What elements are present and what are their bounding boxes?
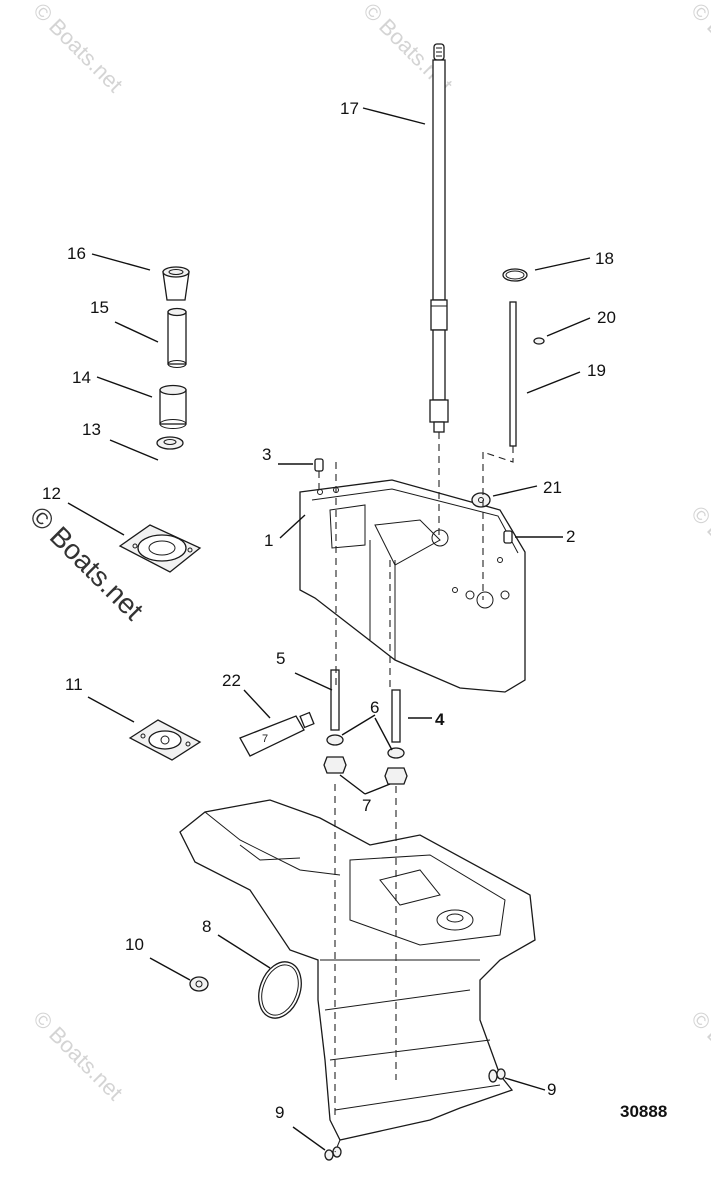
callout-21: 21 xyxy=(543,478,562,497)
callout-20: 20 xyxy=(597,308,616,327)
grommet-part-16 xyxy=(162,266,190,301)
watermark-bottom-left: © Boats.net xyxy=(28,1006,127,1105)
nut-part-10 xyxy=(189,976,209,992)
svg-text:7: 7 xyxy=(262,733,268,745)
watermark-top-left: © Boats.net xyxy=(28,0,127,97)
callout-12: 12 xyxy=(42,484,61,503)
o-ring-part-8 xyxy=(258,961,302,1019)
callout-8: 8 xyxy=(202,917,211,936)
washer-left-part-6 xyxy=(326,734,344,746)
stud-part-4 xyxy=(391,689,401,743)
spacer-housing-part-1 xyxy=(299,479,526,693)
callout-4: 4 xyxy=(435,710,445,729)
callout-11: 11 xyxy=(65,675,83,694)
callout-5: 5 xyxy=(276,649,285,668)
callout-2: 2 xyxy=(566,527,575,546)
callout-17: 17 xyxy=(340,99,359,118)
gear-housing xyxy=(179,799,536,1141)
callout-15: 15 xyxy=(90,298,109,317)
washer-part-20 xyxy=(533,337,545,345)
callout-19: 19 xyxy=(587,361,606,380)
callout-13: 13 xyxy=(82,420,101,439)
callout-10: 10 xyxy=(125,935,144,954)
assembly-guide-lines xyxy=(318,432,514,1153)
nut-right-part-7 xyxy=(384,767,408,785)
seal-part-13 xyxy=(156,436,184,450)
water-tube-part-15 xyxy=(167,307,187,368)
watermark-bottom-right: © Boats.net xyxy=(686,1006,711,1105)
watermark-mid-right: © Boats.net xyxy=(686,501,711,600)
gasket-part-11 xyxy=(128,719,202,761)
stud-part-19 xyxy=(509,301,517,447)
drive-shaft-part xyxy=(429,43,449,433)
callout-1: 1 xyxy=(264,531,273,550)
dowel-pin-part-2 xyxy=(503,530,513,544)
o-ring-part-18 xyxy=(502,268,528,282)
washer-part-21 xyxy=(471,492,491,508)
stud-part-5 xyxy=(330,669,340,731)
callout-14: 14 xyxy=(72,368,91,387)
callout-9-upper: 9 xyxy=(547,1080,556,1099)
drain-screw-upper-part-9 xyxy=(488,1068,506,1083)
dowel-pin-part-3 xyxy=(314,458,324,472)
callout-labels: 1 2 3 4 5 6 7 8 9 9 10 11 12 13 14 15 16… xyxy=(42,99,616,1122)
watermark-top-right: © Boats.net xyxy=(686,0,711,97)
gasket-part-12 xyxy=(118,524,202,573)
callout-16: 16 xyxy=(67,244,86,263)
washer-right-part-6 xyxy=(387,747,405,759)
callout-18: 18 xyxy=(595,249,614,268)
callout-9-lower: 9 xyxy=(275,1103,284,1122)
watermark-prominent: © Boats.net xyxy=(24,500,150,626)
sealant-tube-part-22: 7 xyxy=(239,711,315,757)
diagram-reference-number: 30888 xyxy=(620,1102,667,1121)
bushing-part-14 xyxy=(159,384,187,429)
drain-screw-lower-part-9 xyxy=(324,1146,342,1161)
callout-22: 22 xyxy=(222,671,241,690)
callout-3: 3 xyxy=(262,445,271,464)
leader-lines xyxy=(67,107,591,1151)
nut-left-part-7 xyxy=(323,756,347,774)
callout-6: 6 xyxy=(370,698,379,717)
callout-7: 7 xyxy=(362,796,371,815)
